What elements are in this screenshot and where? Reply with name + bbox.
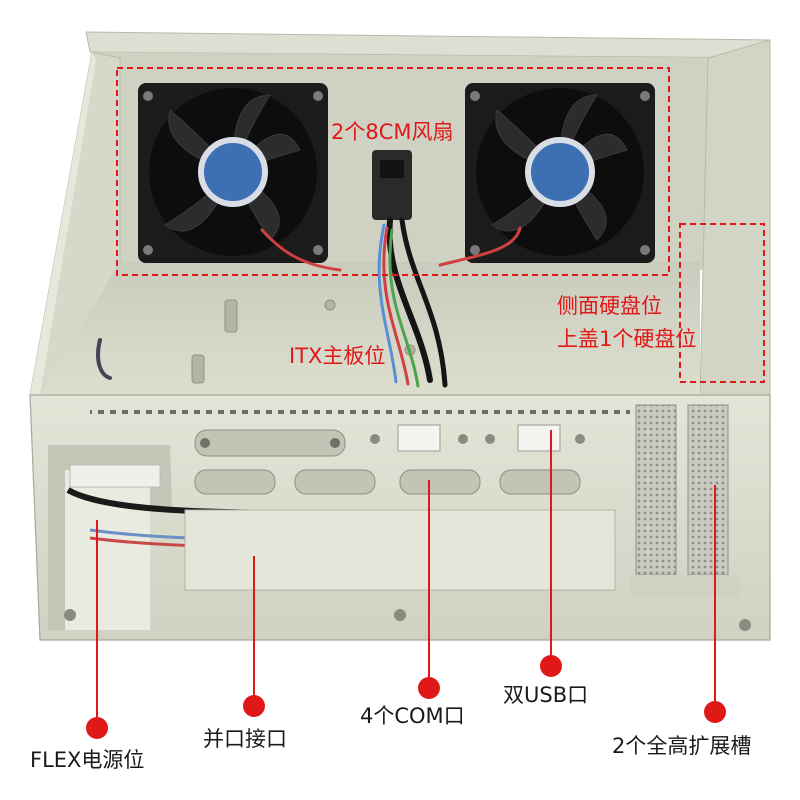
side-hdd-label: 侧面硬盘位 (557, 294, 662, 318)
com-ports-label: 4个COM口 (360, 704, 465, 728)
case-floor (40, 262, 700, 395)
parallel-port-label: 并口接口 (203, 727, 287, 751)
fan-right (465, 83, 655, 263)
fans-highlight-box (116, 67, 670, 276)
left-wall-edge (30, 52, 96, 395)
fans-label: 2个8CM风扇 (331, 120, 454, 144)
vent-slots (90, 407, 630, 417)
expansion-slots (630, 404, 740, 597)
chassis (29, 31, 771, 641)
db25-port-icon (194, 429, 346, 457)
cables (96, 217, 522, 388)
standoffs (191, 299, 416, 384)
itx-board-label: ITX主板位 (289, 344, 386, 368)
io-shield-opening (184, 509, 616, 591)
usb-ports-label: 双USB口 (503, 683, 589, 707)
fan-icon (525, 137, 595, 207)
marker-dot-icon (86, 655, 726, 739)
power-switch-bracket (372, 150, 412, 220)
hdd-highlight-box (679, 223, 765, 383)
leader-lines (96, 430, 716, 722)
flex-psu-label: FLEX电源位 (30, 748, 145, 772)
expansion-slots-label: 2个全高扩展槽 (612, 734, 752, 758)
fan-left (138, 83, 328, 263)
fan-icon (198, 137, 268, 207)
psu-connector (69, 464, 161, 488)
db9-port-icon (194, 469, 581, 495)
panel-screws (64, 434, 751, 631)
top-hdd-label: 上盖1个硬盘位 (557, 327, 697, 351)
psu-opening (48, 445, 172, 630)
usb-port-icon (397, 424, 561, 452)
right-side-wall (699, 39, 771, 396)
